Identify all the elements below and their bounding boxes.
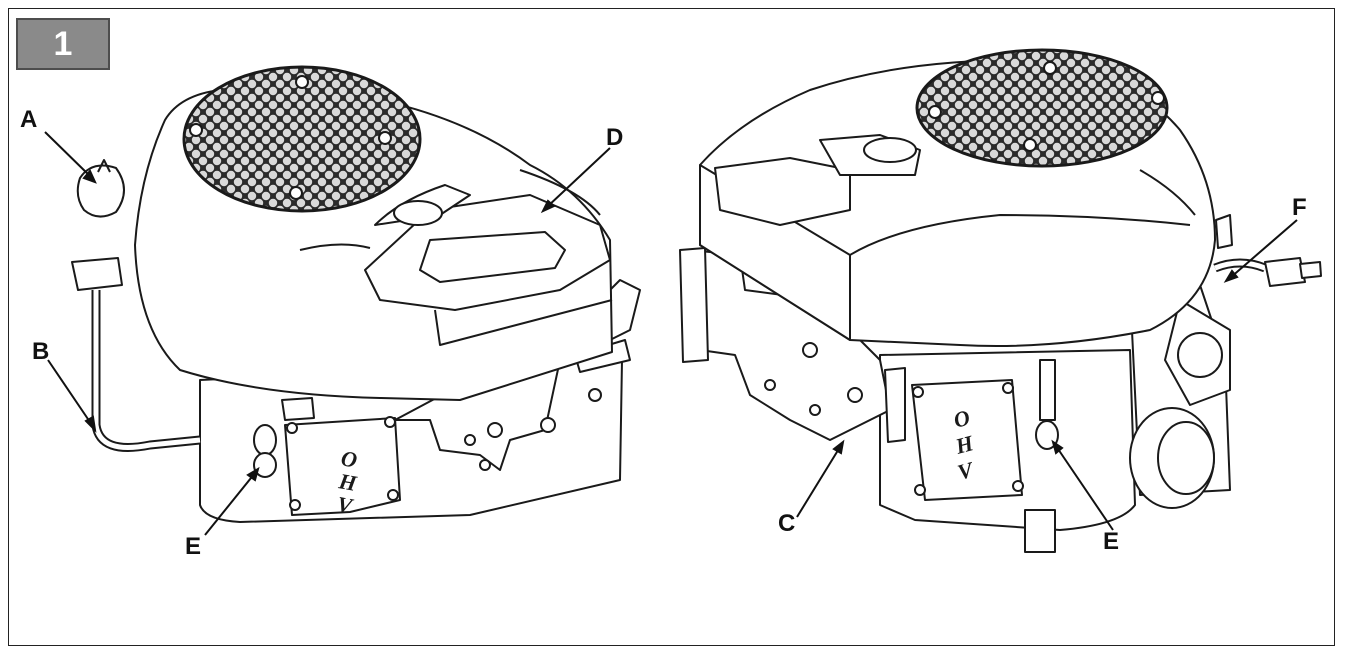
left-valve-cover <box>284 417 401 516</box>
oil-fill-cap <box>76 164 125 218</box>
callout-e-left: E <box>185 533 202 560</box>
right-valve-cover <box>911 379 1023 501</box>
left-engine-view <box>71 65 641 523</box>
leader-e2 <box>1055 445 1114 531</box>
left-ohv-letter-h: H <box>336 468 359 496</box>
left-intake-screen <box>182 65 422 213</box>
right-intake-screen <box>915 48 1169 168</box>
leader-lines <box>44 131 1298 536</box>
callout-c: C <box>778 510 796 537</box>
callout-d: D <box>606 124 624 151</box>
inline-fuel-filter <box>1264 257 1306 287</box>
left-ohv-letter-o: O <box>339 445 359 472</box>
callout-f: F <box>1292 194 1307 221</box>
figure-number-badge: 1 <box>16 18 110 70</box>
right-engine-view <box>679 48 1322 553</box>
leader-d <box>546 147 611 208</box>
callout-b: B <box>32 338 50 365</box>
leader-c <box>796 446 841 518</box>
callout-a: A <box>20 106 38 133</box>
right-carburetor-side <box>689 249 891 441</box>
leader-b <box>47 359 93 426</box>
leader-f <box>1229 219 1298 279</box>
leader-a <box>44 131 93 179</box>
right-ohv-letter-o: O <box>951 405 973 433</box>
leader-e1 <box>204 472 256 536</box>
callout-e-right: E <box>1103 528 1120 555</box>
